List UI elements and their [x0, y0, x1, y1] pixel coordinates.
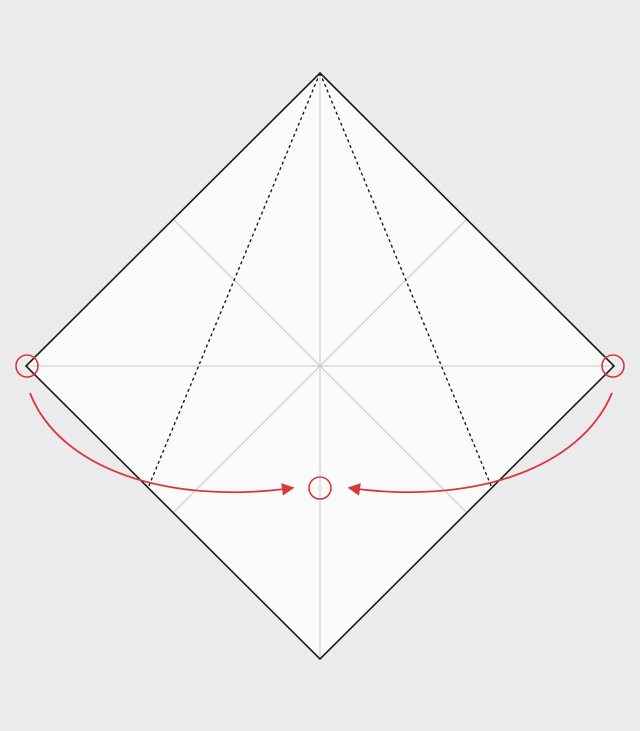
paper-outline — [24, 71, 616, 661]
fold-markers — [15, 354, 625, 500]
right-valley-fold-line — [319, 72, 493, 489]
valley-fold-lines — [147, 72, 493, 489]
crease-lines — [26, 73, 614, 659]
left-fold-arrow — [29, 392, 295, 496]
center-target-circle — [308, 476, 332, 500]
right-fold-arrow — [347, 392, 613, 496]
right-corner-circle — [601, 354, 625, 378]
left-corner-circle — [15, 354, 39, 378]
diagonal-crease-b — [172, 218, 468, 514]
fold-arrows — [29, 392, 613, 496]
left-valley-fold-line — [147, 72, 321, 489]
